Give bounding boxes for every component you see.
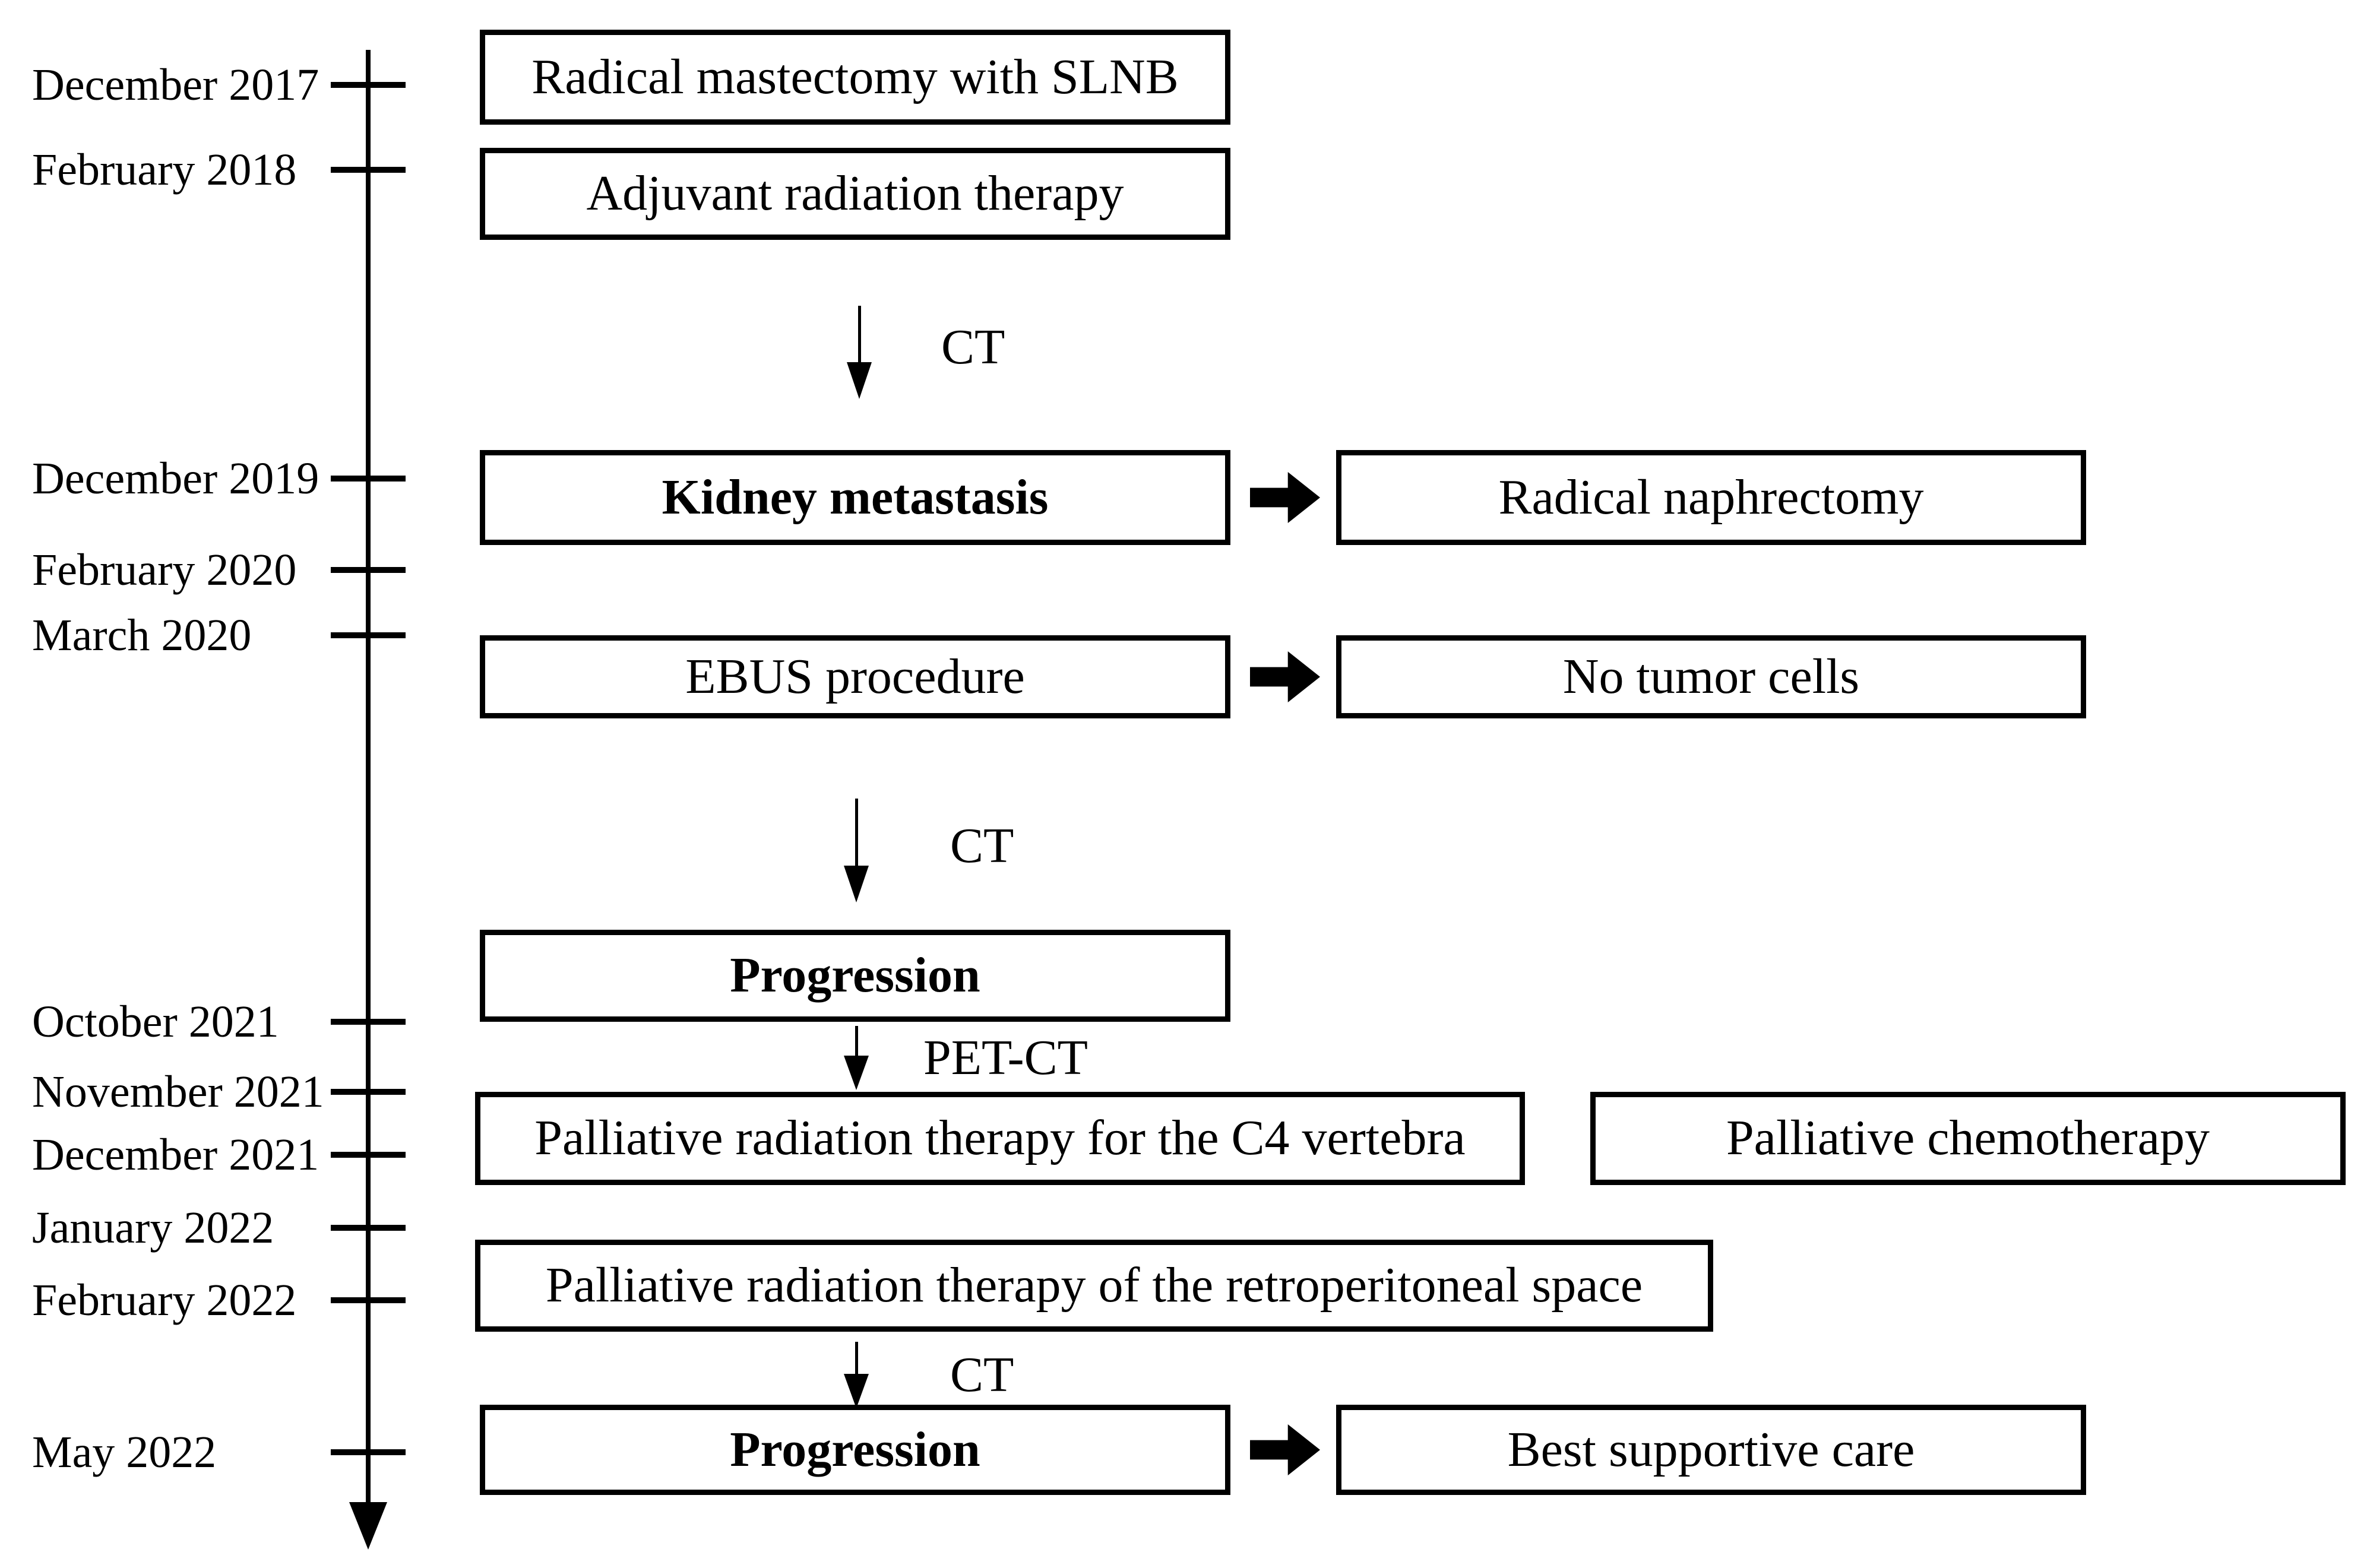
ct-arrow-2-label: CT [950,818,1014,873]
ct-arrow-2-line [855,799,858,866]
timeline-tick-march-2020 [331,632,406,638]
no-tumor-cells-box: No tumor cells [1336,635,2086,718]
timeline-tick-february-2018 [331,167,406,173]
ct-arrow-3-head-icon [844,1374,869,1408]
timeline-tick-october-2021 [331,1019,406,1025]
ct-arrow-1-label: CT [941,319,1005,375]
timeline-tick-may-2022 [331,1449,406,1455]
timeline-date-october-2021: October 2021 [32,997,279,1047]
best-supportive-care-box: Best supportive care [1336,1405,2086,1495]
timeline-tick-february-2022 [331,1297,406,1303]
radical-naphrectomy-box: Radical naphrectomy [1336,450,2086,545]
timeline-date-february-2022: February 2022 [32,1275,297,1325]
ebus-procedure-box: EBUS procedure [480,635,1230,718]
timeline-date-november-2021: November 2021 [32,1067,324,1117]
timeline-tick-november-2021 [331,1089,406,1095]
adjuvant-radiation-box: Adjuvant radiation therapy [480,148,1230,240]
ct-arrow-1-line [857,306,861,362]
timeline-date-december-2019: December 2019 [32,454,319,503]
timeline-date-march-2020: March 2020 [32,610,252,660]
palliative-chemotherapy-box: Palliative chemotherapy [1590,1092,2346,1185]
pet-ct-arrow-line [855,1026,858,1056]
arrow-ebus-to-no-tumor-icon [1250,651,1320,702]
ct-arrow-3-label: CT [950,1347,1014,1402]
ct-arrow-2-head-icon [844,866,869,902]
ct-arrow-1-head-icon [847,362,872,399]
progression-box-1: Progression [480,930,1230,1022]
timeline-tick-december-2017 [331,82,406,88]
timeline-tick-december-2019 [331,476,406,482]
timeline-date-february-2018: February 2018 [32,145,297,195]
progression-box-2: Progression [480,1405,1230,1495]
timeline-date-january-2022: January 2022 [32,1203,274,1253]
palliative-rt-c4-box: Palliative radiation therapy for the C4 … [475,1092,1525,1185]
timeline-arrowhead-icon [349,1502,387,1550]
timeline-date-may-2022: May 2022 [32,1427,217,1477]
arrow-kidney-to-naphrectomy-icon [1250,472,1320,523]
timeline-date-december-2021: December 2021 [32,1130,319,1180]
ct-arrow-3-line [855,1342,858,1374]
arrow-progression-to-best-care-icon [1250,1424,1320,1475]
kidney-metastasis-box: Kidney metastasis [480,450,1230,545]
timeline-date-december-2017: December 2017 [32,60,319,110]
timeline-tick-january-2022 [331,1225,406,1231]
palliative-rt-retroperitoneal-box: Palliative radiation therapy of the retr… [475,1240,1713,1332]
timeline-tick-december-2021 [331,1152,406,1158]
timeline-axis [366,50,371,1502]
radical-mastectomy-box: Radical mastectomy with SLNB [480,30,1230,125]
pet-ct-arrow-label: PET-CT [923,1030,1088,1085]
pet-ct-arrow-head-icon [844,1056,869,1090]
timeline-tick-february-2020 [331,567,406,573]
timeline-date-february-2020: February 2020 [32,545,297,595]
